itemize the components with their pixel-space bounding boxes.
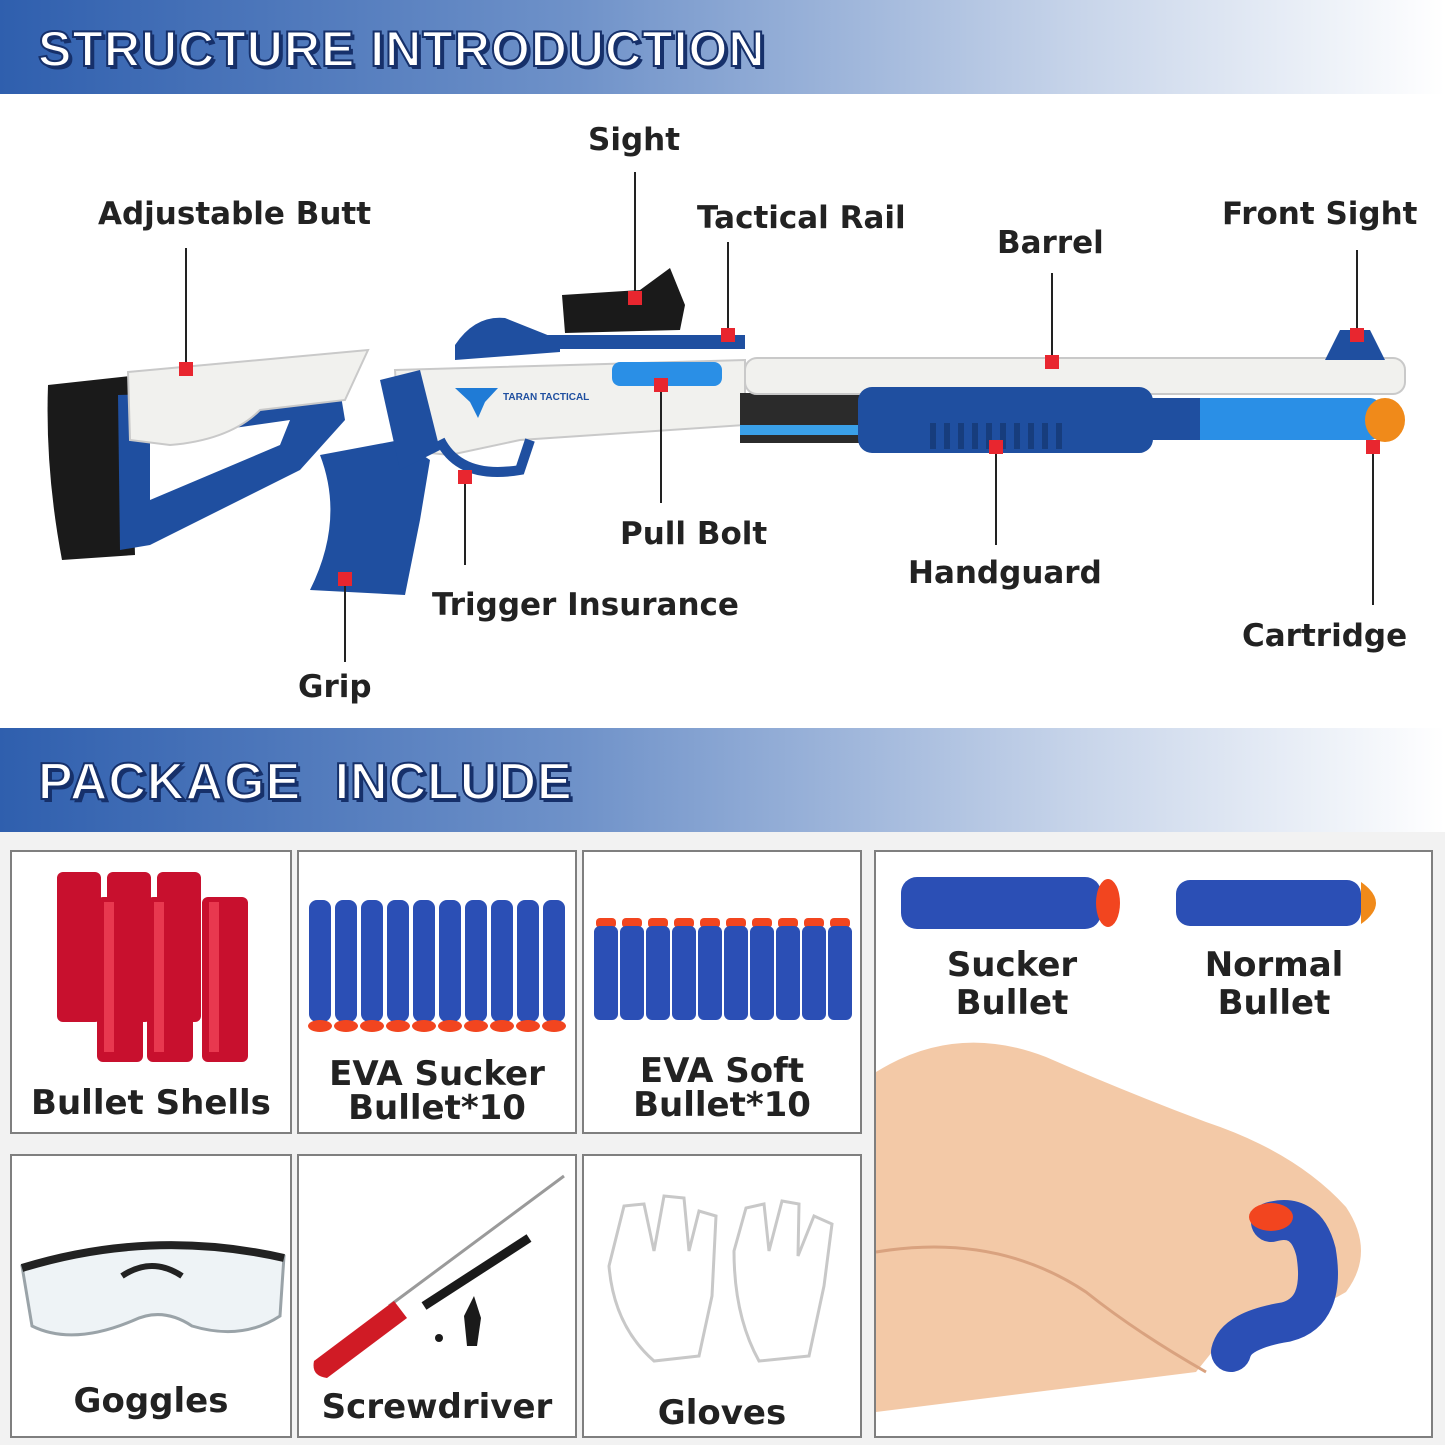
gun-diagram: TARAN TACTICAL	[47, 172, 1406, 662]
label-goggles: Goggles	[73, 1381, 229, 1421]
grip-shape	[310, 440, 430, 595]
label-front-sight: Front Sight	[1222, 196, 1418, 232]
normal-bullet-icon	[1176, 880, 1361, 926]
package-title: PACKAGE INCLUDE	[37, 752, 573, 812]
label-gloves: Gloves	[657, 1393, 787, 1433]
bullet-types-illustration	[876, 877, 1376, 1412]
label-sucker-bullet-line2: Bullet	[955, 983, 1069, 1023]
marker-pull-bolt	[654, 378, 668, 392]
gloves-icon	[607, 1194, 834, 1363]
item-eva-sucker-bullet: EVA Sucker Bullet*10	[297, 850, 577, 1134]
label-eva-soft-line2: Bullet*10	[633, 1085, 811, 1125]
label-grip: Grip	[298, 669, 372, 705]
label-normal-bullet-line1: Normal	[1204, 945, 1344, 985]
marker-barrel	[1045, 355, 1059, 369]
label-cartridge: Cartridge	[1242, 618, 1408, 654]
label-adjustable-butt: Adjustable Butt	[98, 196, 372, 232]
marker-grip	[338, 572, 352, 586]
logo-text: TARAN TACTICAL	[503, 392, 589, 403]
bullet-shells-icon	[57, 872, 248, 1062]
front-sight-shape	[1325, 330, 1385, 360]
item-goggles: Goggles	[10, 1154, 292, 1438]
label-tactical-rail: Tactical Rail	[697, 200, 906, 236]
marker-front-sight	[1350, 328, 1364, 342]
goggles-icon	[20, 1241, 286, 1337]
marker-trigger-insurance	[458, 470, 472, 484]
marker-handguard	[989, 440, 1003, 454]
item-bullet-shells: Bullet Shells	[10, 850, 292, 1134]
label-pull-bolt: Pull Bolt	[620, 516, 768, 552]
item-gloves: Gloves	[582, 1154, 862, 1438]
label-sucker-bullet-line1: Sucker	[946, 945, 1078, 985]
item-screwdriver: Screwdriver	[297, 1154, 577, 1438]
label-handguard: Handguard	[908, 555, 1102, 591]
eva-soft-darts-icon	[594, 918, 852, 1020]
screwdriver-icon	[313, 1174, 565, 1378]
label-trigger-insurance: Trigger Insurance	[432, 587, 739, 623]
item-eva-soft-bullet: EVA Soft Bullet*10	[582, 850, 862, 1134]
marker-tactical-rail	[721, 328, 735, 342]
label-eva-soft-line1: EVA Soft	[639, 1051, 805, 1091]
label-eva-sucker-line1: EVA Sucker	[329, 1054, 545, 1094]
marker-sight	[628, 291, 642, 305]
marker-adjustable-butt	[179, 362, 193, 376]
structure-banner: STRUCTURE INTRODUCTION	[0, 0, 1445, 94]
eva-sucker-darts-icon	[308, 900, 566, 1032]
package-banner: PACKAGE INCLUDE	[0, 728, 1445, 832]
sucker-bullet-icon	[901, 877, 1101, 929]
label-screwdriver: Screwdriver	[321, 1387, 553, 1427]
cartridge-tip-shape	[1365, 398, 1405, 442]
marker-cartridge	[1366, 440, 1380, 454]
sight-shape	[562, 268, 685, 333]
tactical-rail-shape	[540, 335, 745, 349]
label-sight: Sight	[588, 122, 681, 158]
label-eva-sucker-line2: Bullet*10	[348, 1088, 526, 1128]
label-barrel: Barrel	[997, 225, 1104, 261]
pull-bolt-shape	[612, 362, 722, 386]
item-bullet-types: Sucker Bullet Normal Bullet	[874, 850, 1433, 1438]
structure-title: STRUCTURE INTRODUCTION	[37, 20, 766, 78]
label-normal-bullet-line2: Bullet	[1217, 983, 1331, 1023]
label-bullet-shells: Bullet Shells	[31, 1083, 271, 1123]
package-area: Bullet Shells EVA Sucker Bullet*10	[0, 832, 1445, 1445]
taran-logo-icon	[455, 388, 498, 418]
butt-pad	[47, 376, 135, 560]
